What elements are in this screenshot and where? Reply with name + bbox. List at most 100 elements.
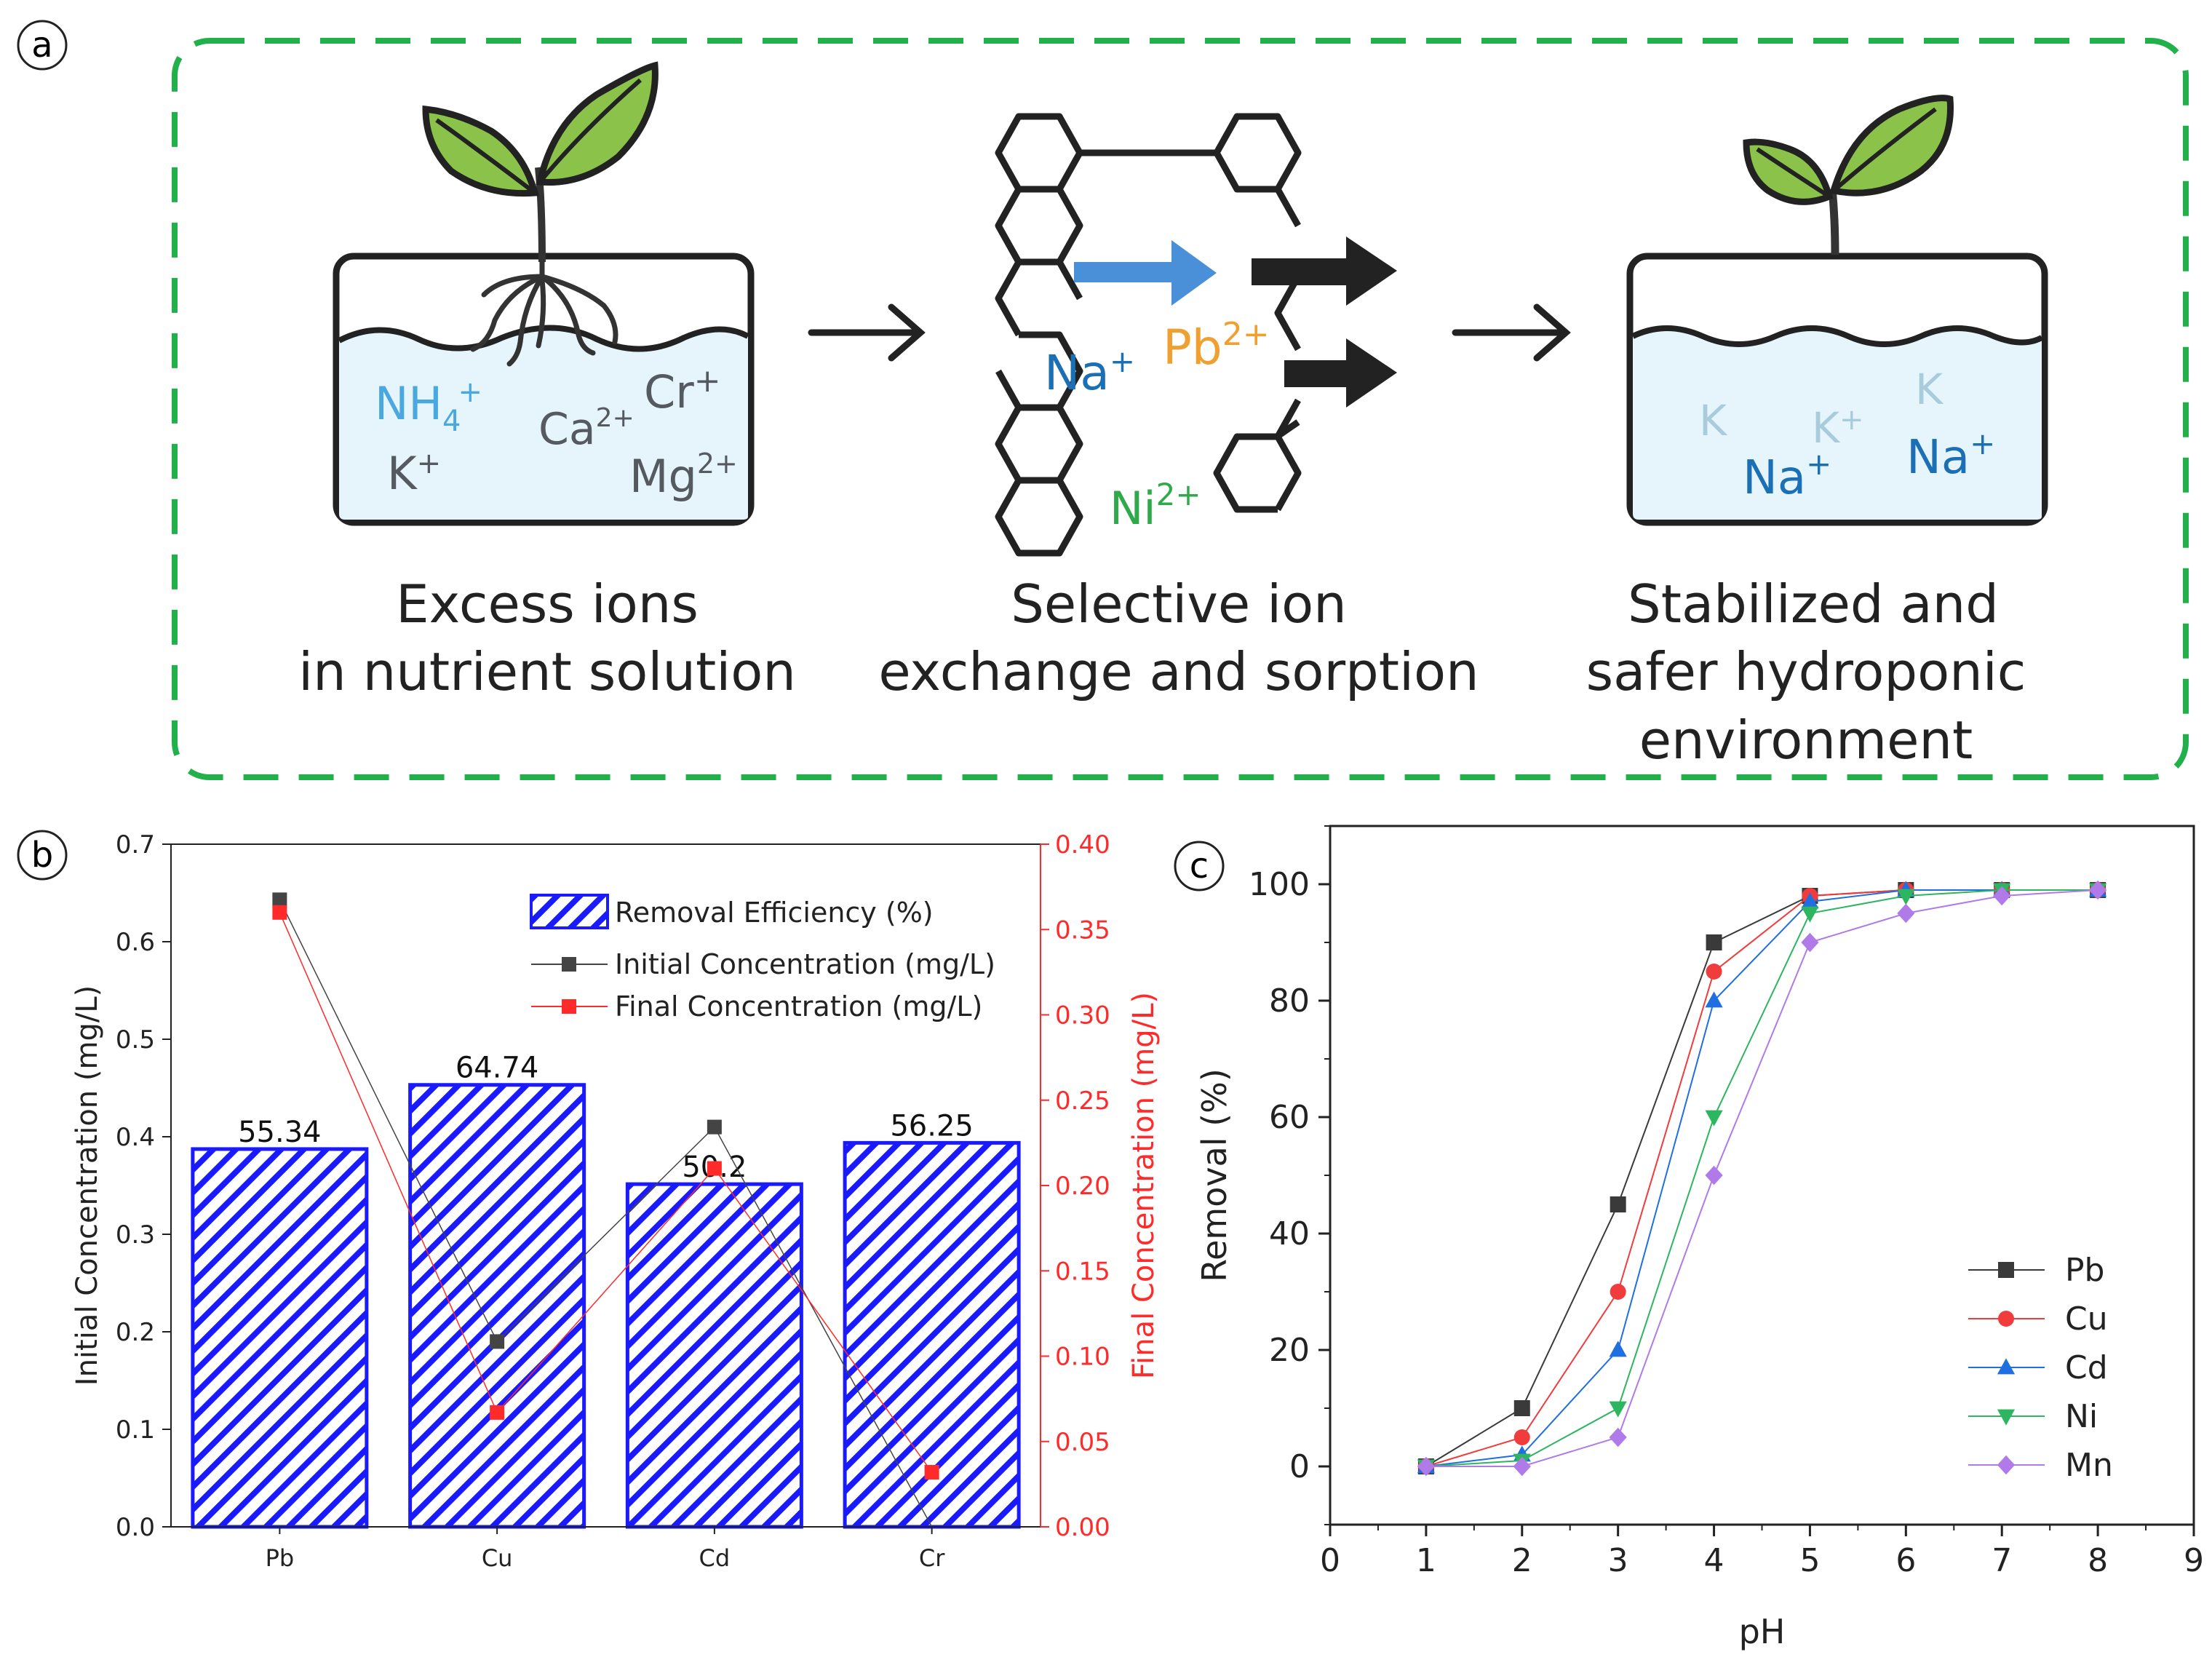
legend-marker	[1997, 1358, 2016, 1375]
xtick-label: 5	[1799, 1542, 1820, 1579]
series-point-Ni	[1801, 906, 1819, 923]
series-point-Ni	[1609, 1401, 1627, 1418]
caption-step3-line2: safer hydroponic	[1586, 641, 2026, 702]
series-point-Cu	[1706, 964, 1722, 980]
series-point-Mn	[1705, 1165, 1723, 1186]
ytick-label: 0.7	[116, 830, 155, 859]
tank-left: NH4+ Cr + Ca2+ K+ Mg2+	[333, 61, 755, 526]
ytick-label: 0.5	[116, 1025, 155, 1055]
panel-b-label-circle	[17, 830, 68, 881]
ion-subscript: 4	[442, 405, 461, 438]
y2tick-label: 0.40	[1055, 830, 1110, 859]
panel-a-label-circle	[17, 20, 68, 71]
svg-text:NH4+: NH4+	[375, 376, 482, 438]
series-point-Mn	[2089, 880, 2107, 900]
bar-value-label: 56.25	[890, 1109, 974, 1143]
ytick-label: 100	[1249, 866, 1310, 903]
ion-superscript: +	[1806, 446, 1831, 482]
xtick-label: 7	[1992, 1542, 2012, 1579]
y2tick-label: 0.05	[1055, 1428, 1110, 1457]
ion-label: Mg	[629, 450, 697, 503]
process-dashed-border	[172, 38, 2189, 780]
legend-label-final: Final Concentration (mg/L)	[615, 990, 982, 1022]
series-point-Cd	[1609, 1341, 1627, 1357]
bar-Pb	[191, 1147, 369, 1529]
xtick-label: 1	[1416, 1542, 1436, 1579]
svg-text:Mg2+: Mg2+	[629, 448, 738, 503]
series-point-Ni	[1897, 889, 1915, 905]
series-point-Cu	[1513, 1429, 1530, 1445]
ytick-label: 0	[1289, 1448, 1310, 1485]
series-point-Pb	[1513, 1400, 1530, 1416]
caption-step2-line1: Selective ion	[1011, 573, 1347, 635]
process-captions: Excess ions in nutrient solution Selecti…	[298, 573, 2026, 771]
ion-superscript: +	[1110, 343, 1135, 379]
legend-label-Mn: Mn	[2065, 1447, 2113, 1484]
exchange-arrow-icon	[1074, 240, 1217, 306]
legend-marker	[1998, 1311, 2014, 1327]
ion-superscript: +	[458, 376, 482, 409]
bar-Cu	[408, 1083, 586, 1529]
svg-text:K+: K+	[387, 447, 441, 500]
ion-label: Ca	[538, 404, 596, 455]
chart-b-legend: Removal Efficiency (%) Initial Concentra…	[530, 894, 995, 1022]
series-line-Mn	[1425, 889, 2098, 1467]
series-point-Cd	[1705, 991, 1723, 1008]
y2tick-label: 0.20	[1055, 1172, 1110, 1201]
ytick-label: 20	[1269, 1332, 1310, 1369]
tank-right: K K+ K Na+ Na+	[1626, 95, 2048, 526]
caption-step3-line1: Stabilized and	[1628, 573, 1999, 635]
y2tick-label: 0.35	[1055, 916, 1110, 945]
series-point-Pb	[1706, 934, 1722, 950]
y2tick-label: 0.10	[1055, 1343, 1110, 1372]
xtick-label: 2	[1512, 1542, 1532, 1579]
hexagon-framework	[995, 113, 1302, 557]
series-point-Cd	[1801, 892, 1819, 909]
legend-label-Ni: Ni	[2065, 1398, 2098, 1435]
legend-label-Cd: Cd	[2065, 1349, 2108, 1386]
ytick-label: 40	[1269, 1215, 1310, 1252]
ion-label: K	[1699, 396, 1728, 445]
series-line-Cu	[1425, 889, 2098, 1467]
bar-value-label: 55.34	[238, 1116, 322, 1149]
series-line-Cd	[1425, 889, 2098, 1467]
line-point	[272, 905, 287, 920]
bar-Cr	[843, 1140, 1021, 1529]
line-point	[272, 892, 287, 908]
svg-text:Na+: Na+	[1743, 446, 1831, 505]
ion-superscript: 2+	[1222, 316, 1270, 353]
legend-marker	[562, 999, 576, 1014]
xtick-label: Cu	[482, 1544, 513, 1572]
caption-step1-line2: in nutrient solution	[298, 641, 796, 702]
y2tick-label: 0.25	[1055, 1087, 1110, 1116]
series-line-Pb	[1425, 889, 2098, 1467]
legend-label-Cu: Cu	[2065, 1300, 2108, 1338]
xtick-label: 4	[1704, 1542, 1724, 1579]
ion-label: NH	[375, 377, 442, 430]
bar-value-label: 64.74	[455, 1052, 539, 1085]
panel-a: a NH4+ Cr+	[17, 20, 2189, 780]
plant-roots	[470, 208, 618, 367]
legend-marker	[1997, 1455, 2016, 1475]
svg-text:Pb2+: Pb2+	[1163, 316, 1270, 376]
legend-marker	[1997, 1409, 2016, 1426]
line-point	[707, 1161, 722, 1176]
bar-Cd	[625, 1182, 803, 1529]
process-arrow-icon	[808, 303, 926, 362]
series-point-Pb	[1610, 1196, 1626, 1212]
line-series-initial	[279, 900, 933, 1528]
output-arrow-icon	[1284, 338, 1397, 408]
ion-label: Cr	[644, 365, 694, 418]
line-point	[490, 1334, 505, 1349]
svg-text:K+: K+	[1812, 403, 1864, 453]
ion-label: Na	[1906, 431, 1970, 485]
ion-label: K	[387, 447, 418, 500]
chart-b-y2label: Final Concentration (mg/L)	[1127, 992, 1161, 1379]
ion-superscript: 2+	[596, 403, 634, 433]
ion-label: Ni	[1110, 482, 1156, 535]
process-arrow-icon	[1452, 303, 1571, 362]
panel-c-label: c	[1190, 846, 1209, 886]
ytick-label: 0.6	[116, 928, 155, 957]
